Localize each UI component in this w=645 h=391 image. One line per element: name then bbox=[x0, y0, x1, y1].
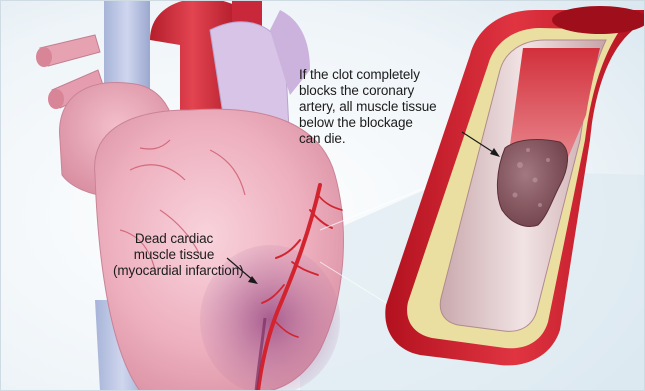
clot-annotation-line: If the clot completely bbox=[299, 67, 474, 83]
dead-tissue-annotation-line: muscle tissue bbox=[113, 247, 235, 263]
artery-opening bbox=[552, 6, 645, 34]
dead-tissue-annotation-line: (myocardial infarction) bbox=[113, 263, 235, 279]
clot-annotation-line: can die. bbox=[299, 131, 474, 147]
clot-annotation-line: below the blockage bbox=[299, 115, 474, 131]
clot-annotation-line: blocks the coronary bbox=[299, 83, 474, 99]
branch-end-lower bbox=[48, 89, 64, 109]
dead-tissue-annotation-line: Dead cardiac bbox=[113, 231, 235, 247]
dead-tissue-annotation: Dead cardiac muscle tissue (myocardial i… bbox=[113, 231, 235, 279]
clot-annotation: If the clot completely blocks the corona… bbox=[299, 67, 474, 147]
branch-end bbox=[36, 47, 52, 67]
clot-annotation-line: artery, all muscle tissue bbox=[299, 99, 474, 115]
